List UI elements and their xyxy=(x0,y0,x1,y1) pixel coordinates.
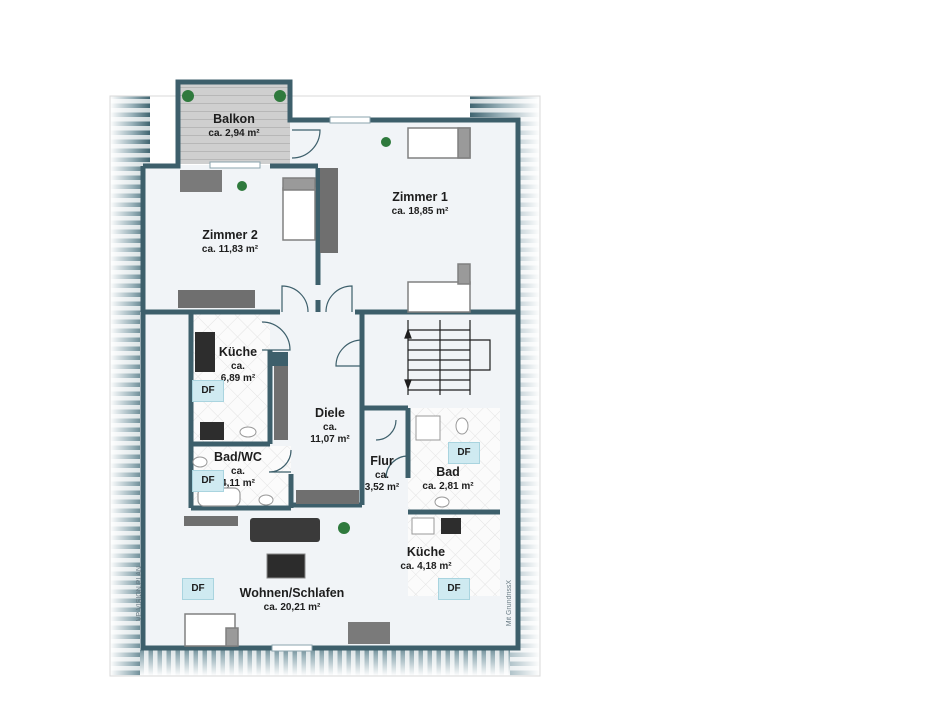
room-area: 6,89 m² xyxy=(220,373,256,385)
room-area: ca. 18,85 m² xyxy=(391,205,449,217)
room-area: ca. xyxy=(231,360,245,372)
skylight-marker: DF xyxy=(438,578,470,600)
skylight-marker: DF xyxy=(192,470,224,492)
room-area: 3,52 m² xyxy=(364,482,400,494)
room-label-zimmer1: Zimmer 1 ca. 18,85 m² xyxy=(392,190,449,218)
watermark-right: Mit GrundrissX xyxy=(506,580,513,627)
room-label-kueche-2: Küche ca. 4,18 m² xyxy=(400,545,451,573)
room-label-bad-wc: Bad/WC ca. 4,11 m² xyxy=(214,450,262,491)
room-name: Küche xyxy=(406,545,446,559)
walls xyxy=(140,79,521,651)
room-name: Flur xyxy=(370,454,394,468)
windows xyxy=(209,116,371,652)
room-label-flur: Flur ca. 3,52 m² xyxy=(365,454,399,495)
room-area: ca. xyxy=(323,421,337,433)
skylight-marker: DF xyxy=(192,380,224,402)
room-area: ca. xyxy=(375,469,389,481)
room-label-zimmer2: Zimmer 2 ca. 11,83 m² xyxy=(202,228,258,256)
room-label-balkon: Balkon ca. 2,94 m² xyxy=(208,112,259,140)
room-area: ca. 20,21 m² xyxy=(263,601,321,613)
room-name: Zimmer 2 xyxy=(202,228,258,242)
room-name: Diele xyxy=(315,406,345,420)
room-name: Küche xyxy=(218,345,258,359)
skylight-marker: DF xyxy=(448,442,480,464)
room-name: Bad/WC xyxy=(214,450,262,464)
room-area: ca. xyxy=(231,465,245,477)
staircase xyxy=(404,320,491,395)
room-name: Bad xyxy=(436,465,460,479)
room-area: ca. 2,81 m² xyxy=(422,480,474,492)
room-name: Wohnen/Schlafen xyxy=(239,586,345,600)
room-label-bad: Bad ca. 2,81 m² xyxy=(422,465,473,493)
room-area: 11,07 m² xyxy=(310,434,350,446)
furniture xyxy=(178,168,469,644)
bed-icons xyxy=(184,127,471,647)
room-area: 4,11 m² xyxy=(221,478,255,490)
room-area: ca. 11,83 m² xyxy=(201,243,259,255)
skylight-marker: DF xyxy=(182,578,214,600)
room-name: Zimmer 1 xyxy=(392,190,448,204)
room-label-diele: Diele ca. 11,07 m² xyxy=(310,406,349,447)
room-name: Balkon xyxy=(213,112,255,126)
watermark-left: VP VISION PLAN xyxy=(136,566,143,622)
door-swings xyxy=(261,129,409,479)
room-label-kueche-1: Küche ca. 6,89 m² xyxy=(219,345,257,386)
room-label-wohnen-schlafen: Wohnen/Schlafen ca. 20,21 m² xyxy=(240,586,345,614)
plant-icons xyxy=(182,90,391,534)
room-area: ca. 4,18 m² xyxy=(400,560,452,572)
room-area: ca. 2,94 m² xyxy=(208,127,260,139)
